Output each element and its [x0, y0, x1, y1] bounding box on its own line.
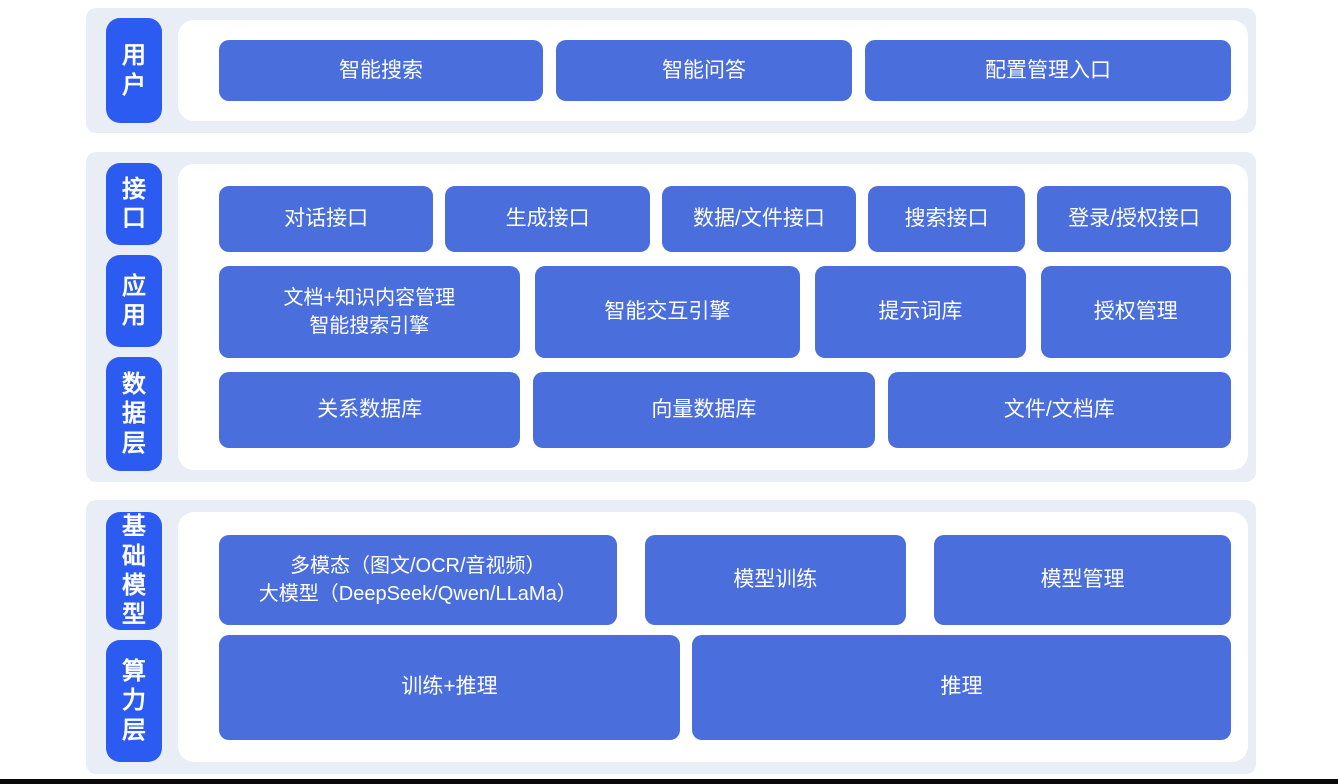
- block-multimodal-line2: 大模型（DeepSeek/Qwen/LLaMa）: [258, 582, 577, 605]
- block-model-management-label: 模型管理: [1040, 567, 1125, 591]
- compute-layer-row: 训练+推理 推理: [219, 634, 1231, 740]
- block-doc-knowledge-line1: 文档+知识内容管理: [283, 287, 456, 309]
- foundation-layers-badge-column: 基础模型 算力层: [106, 500, 162, 774]
- block-model-training-label: 模型训练: [733, 567, 818, 591]
- foundation-layers-band: 基础模型 算力层 多模态（图文/OCR/音视频） 大模型（DeepSeek/Qw…: [86, 500, 1256, 774]
- block-file-document-store-label: 文件/文档库: [1003, 398, 1115, 422]
- layer-badge-application-label: 应用: [122, 272, 146, 329]
- block-search-api: 搜索接口: [867, 186, 1026, 252]
- user-layer-badge-column: 用户: [106, 8, 162, 133]
- layer-badge-application: 应用: [106, 255, 162, 347]
- block-auth-management-label: 授权管理: [1093, 300, 1178, 324]
- block-smart-search: 智能搜索: [219, 40, 543, 101]
- block-generation-api: 生成接口: [445, 186, 650, 252]
- user-layer-panel: 智能搜索 智能问答 配置管理入口: [178, 20, 1248, 121]
- block-generation-api-label: 生成接口: [505, 207, 590, 231]
- application-layer-row: 文档+知识内容管理 智能搜索引擎 智能交互引擎 提示词库 授权管理: [219, 266, 1231, 358]
- block-prompt-library: 提示词库: [815, 266, 1026, 358]
- layer-badge-data-label: 数据层: [122, 371, 146, 457]
- block-smart-interaction-engine: 智能交互引擎: [534, 266, 801, 358]
- layer-badge-user-label: 用户: [122, 42, 146, 99]
- block-inference-label: 推理: [940, 675, 983, 699]
- bottom-divider: [0, 779, 1338, 784]
- layer-badge-compute-label: 算力层: [122, 658, 146, 744]
- foundation-model-row: 多模态（图文/OCR/音视频） 大模型（DeepSeek/Qwen/LLaMa）…: [219, 534, 1231, 625]
- foundation-layers-panel: 多模态（图文/OCR/音视频） 大模型（DeepSeek/Qwen/LLaMa）…: [178, 512, 1248, 762]
- middle-layers-band: 接口 应用 数据层 对话接口 生成接口 数据/文件接口 搜索接口 登录/授权接口: [86, 152, 1256, 482]
- block-data-file-api: 数据/文件接口: [661, 186, 856, 252]
- block-relational-database: 关系数据库: [219, 372, 521, 448]
- interface-layer-row: 对话接口 生成接口 数据/文件接口 搜索接口 登录/授权接口: [219, 186, 1231, 252]
- block-search-api-label: 搜索接口: [904, 207, 989, 231]
- user-layer-row: 智能搜索 智能问答 配置管理入口: [219, 40, 1231, 101]
- block-dialog-api-label: 对话接口: [284, 207, 369, 231]
- block-smart-interaction-engine-label: 智能交互引擎: [604, 300, 731, 324]
- layer-badge-interface: 接口: [106, 163, 162, 245]
- middle-layers-badge-column: 接口 应用 数据层: [106, 152, 162, 482]
- block-inference: 推理: [692, 634, 1231, 740]
- block-prompt-library-label: 提示词库: [878, 300, 963, 324]
- block-smart-qa: 智能问答: [556, 40, 852, 101]
- block-doc-knowledge-line2: 智能搜索引擎: [309, 315, 430, 337]
- layer-badge-foundation-model-label: 基础模型: [122, 513, 146, 629]
- block-login-auth-api: 登录/授权接口: [1037, 186, 1231, 252]
- block-model-management: 模型管理: [934, 534, 1231, 625]
- block-auth-management: 授权管理: [1040, 266, 1231, 358]
- block-dialog-api: 对话接口: [219, 186, 434, 252]
- block-doc-knowledge-search-engine: 文档+知识内容管理 智能搜索引擎: [219, 266, 520, 358]
- block-vector-database: 向量数据库: [533, 372, 875, 448]
- data-layer-row: 关系数据库 向量数据库 文件/文档库: [219, 372, 1231, 448]
- middle-layers-panel: 对话接口 生成接口 数据/文件接口 搜索接口 登录/授权接口 文档+知识内容管理…: [178, 164, 1248, 470]
- block-smart-search-label: 智能搜索: [339, 58, 423, 82]
- user-layer-band: 用户 智能搜索 智能问答 配置管理入口: [86, 8, 1256, 133]
- block-vector-database-label: 向量数据库: [651, 398, 757, 422]
- block-relational-database-label: 关系数据库: [317, 398, 423, 422]
- block-config-management-entry-label: 配置管理入口: [985, 58, 1111, 82]
- block-file-document-store: 文件/文档库: [887, 372, 1231, 448]
- block-login-auth-api-label: 登录/授权接口: [1068, 207, 1200, 231]
- block-data-file-api-label: 数据/文件接口: [693, 207, 825, 231]
- layer-badge-data: 数据层: [106, 357, 162, 471]
- block-multimodal-large-model: 多模态（图文/OCR/音视频） 大模型（DeepSeek/Qwen/LLaMa）: [219, 534, 617, 625]
- block-multimodal-line1: 多模态（图文/OCR/音视频）: [289, 554, 546, 577]
- block-config-management-entry: 配置管理入口: [865, 40, 1231, 101]
- block-training-plus-inference: 训练+推理: [219, 634, 681, 740]
- layer-badge-foundation-model: 基础模型: [106, 512, 162, 630]
- layer-badge-user: 用户: [106, 18, 162, 123]
- layer-badge-interface-label: 接口: [122, 175, 146, 232]
- layer-badge-compute: 算力层: [106, 640, 162, 762]
- block-training-plus-inference-label: 训练+推理: [401, 675, 498, 699]
- block-smart-qa-label: 智能问答: [662, 58, 746, 82]
- block-model-training: 模型训练: [644, 534, 907, 625]
